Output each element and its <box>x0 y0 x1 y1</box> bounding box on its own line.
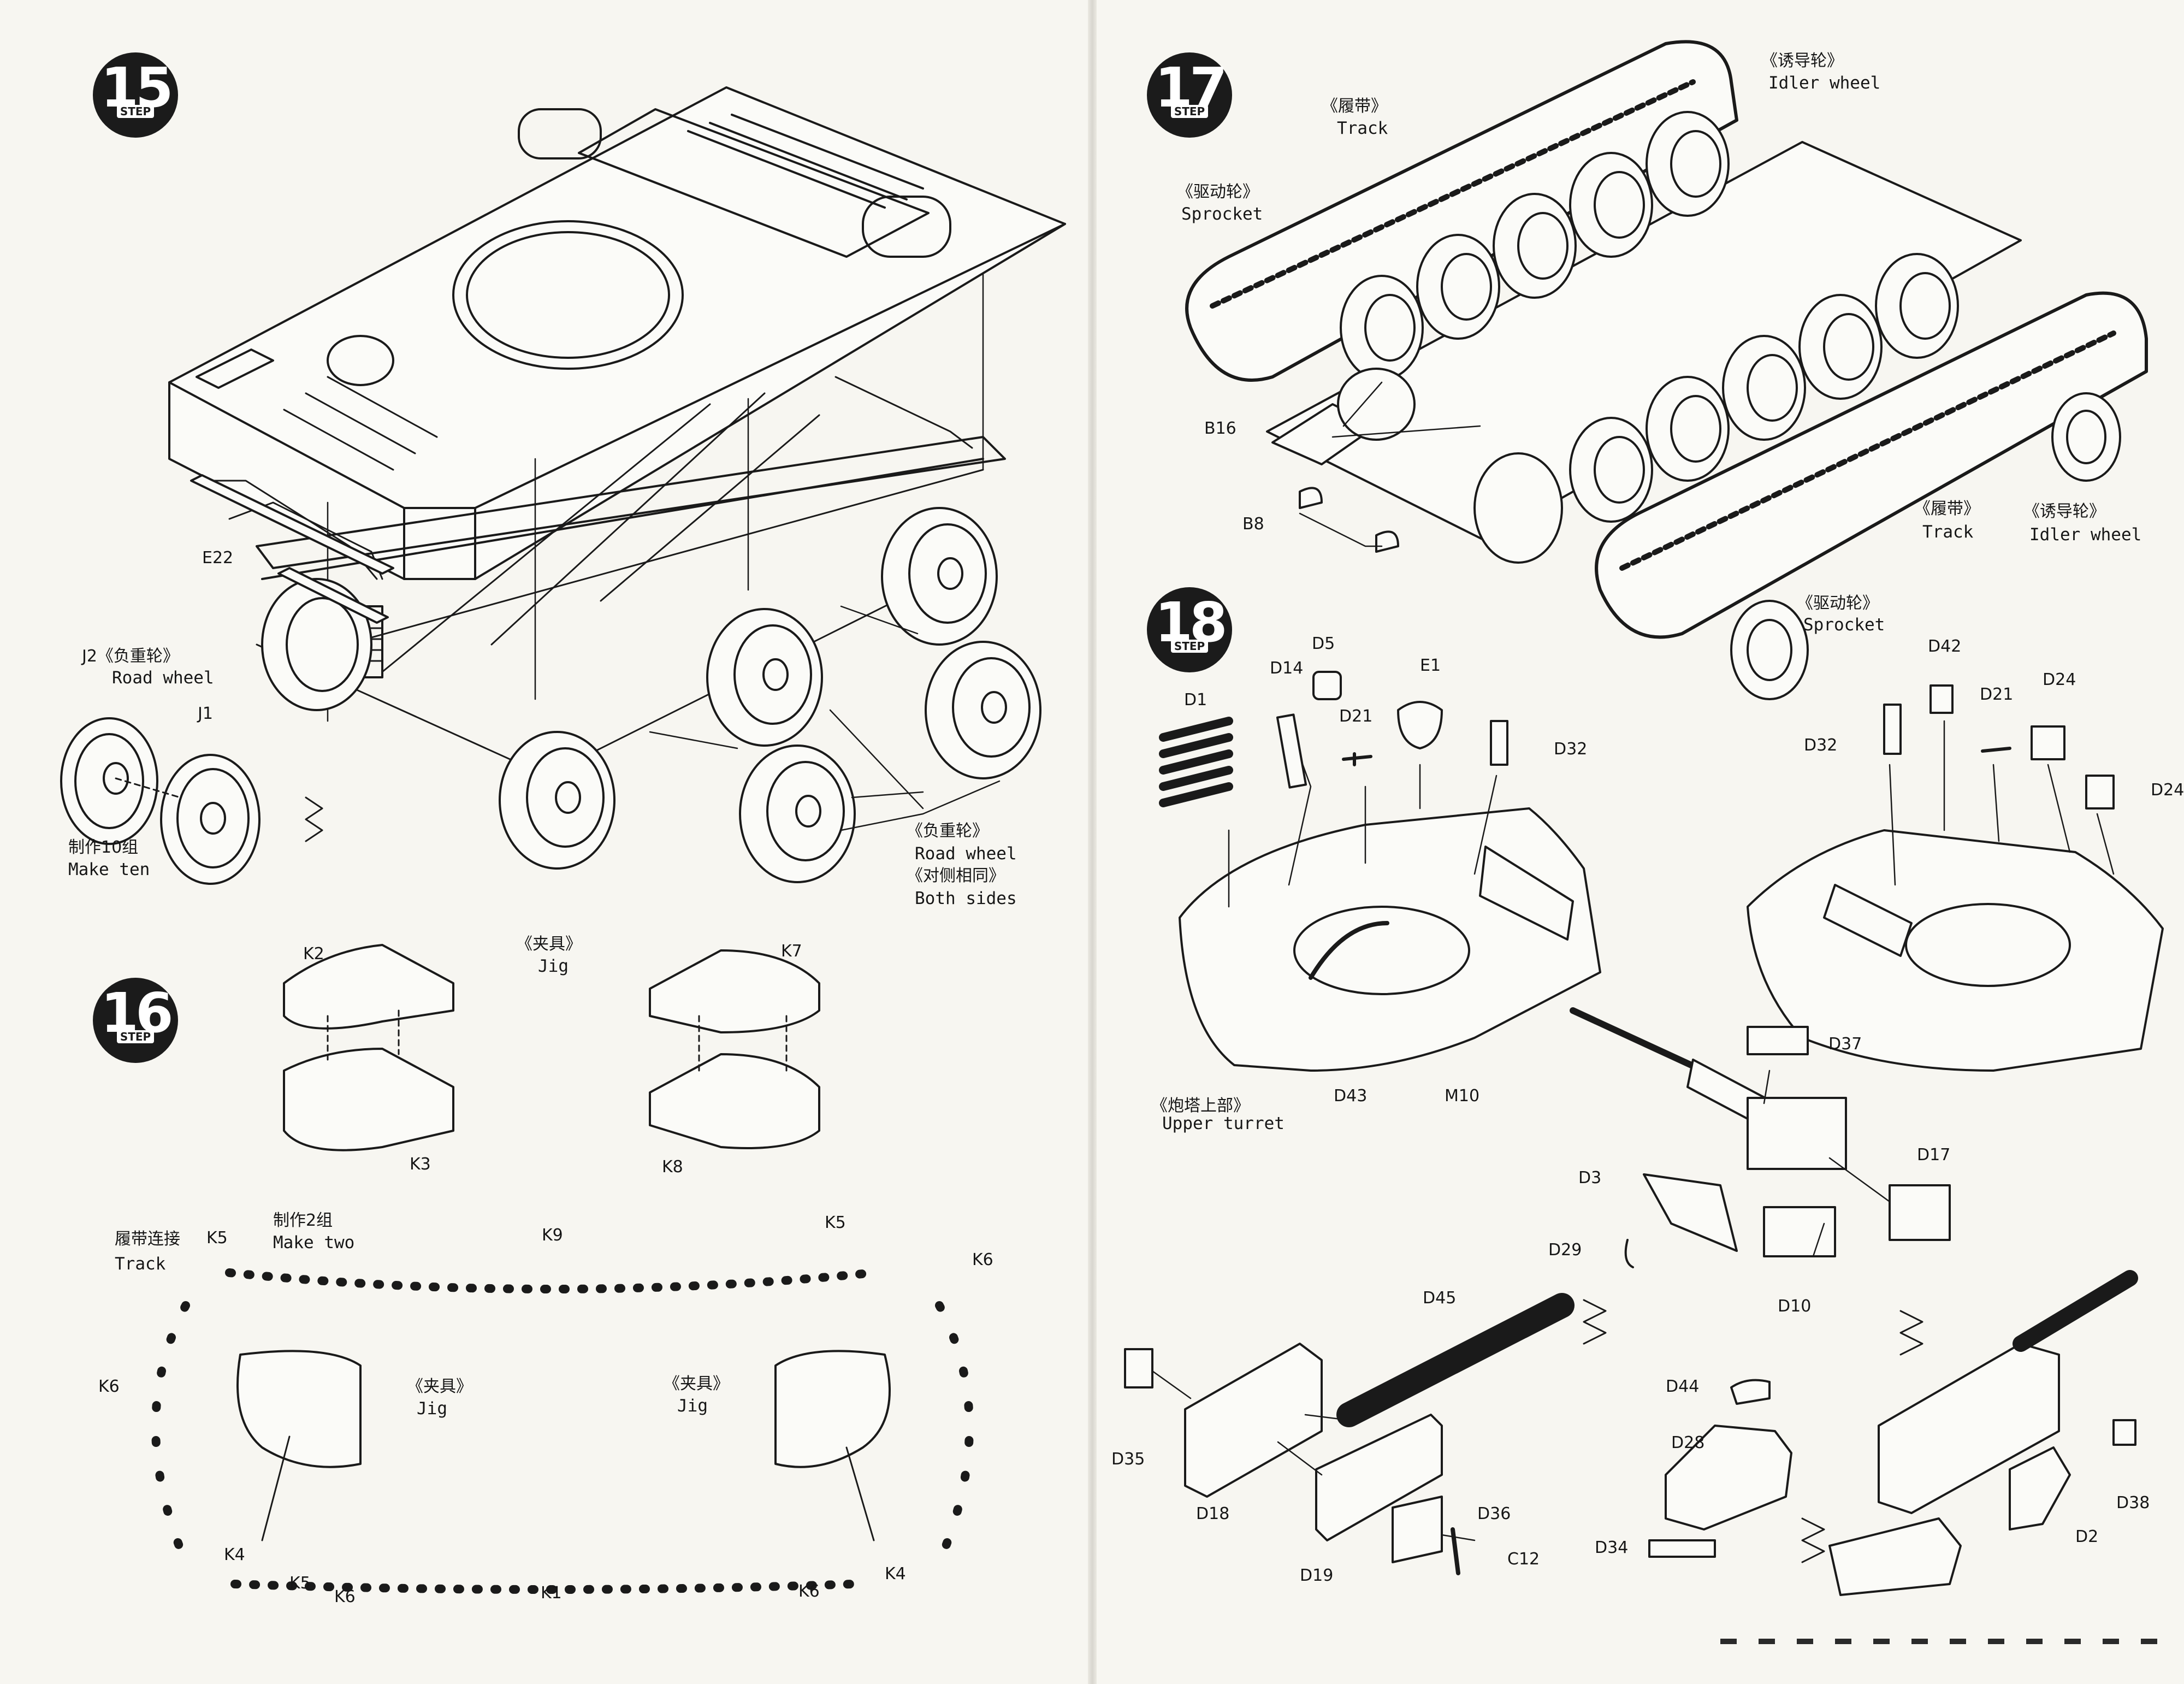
step-15-badge: 15 STEP <box>93 52 178 138</box>
label-d32-right: D32 <box>1804 736 1838 755</box>
label-d21-left: D21 <box>1339 707 1373 726</box>
label-d38: D38 <box>2116 1493 2150 1512</box>
label-both-sides-cn: 《对侧相同》 <box>907 866 1005 885</box>
page-fold <box>1088 0 1097 1684</box>
label-jig-en-1: Jig <box>538 956 569 976</box>
label-k9: K9 <box>542 1226 563 1245</box>
label-k1: K1 <box>541 1583 562 1603</box>
label-d21-right: D21 <box>1980 685 2014 704</box>
label-track-cn-1: 《履带》 <box>1322 97 1387 116</box>
label-k6-top-right: K6 <box>972 1250 993 1269</box>
label-idler-cn-1: 《诱导轮》 <box>1761 51 1843 70</box>
label-d44: D44 <box>1666 1377 1700 1396</box>
label-m10: M10 <box>1445 1086 1480 1106</box>
label-road-wheel2-en: Road wheel <box>915 844 1017 864</box>
label-k4-left: K4 <box>224 1545 245 1564</box>
label-jig-en-2: Jig <box>417 1399 447 1419</box>
label-d24-right: D24 <box>2151 781 2184 800</box>
label-make-ten-cn: 制作10组 <box>68 838 139 857</box>
label-d28: D28 <box>1671 1433 1705 1452</box>
label-jig-cn-3: 《夹具》 <box>664 1374 729 1393</box>
label-k7: K7 <box>781 942 802 961</box>
label-sprocket-en-2: Sprocket <box>1803 615 1885 635</box>
label-make-two-en: Make two <box>273 1233 355 1252</box>
label-d10: D10 <box>1778 1297 1812 1316</box>
label-d43: D43 <box>1334 1086 1368 1106</box>
label-j2-road-wheel-cn: J2《负重轮》 <box>82 647 179 666</box>
label-idler-cn-2: 《诱导轮》 <box>2023 502 2105 521</box>
label-sprocket-cn-2: 《驱动轮》 <box>1797 594 1879 613</box>
step-17-badge: 17 STEP <box>1147 52 1232 138</box>
label-d42: D42 <box>1928 637 1962 656</box>
step-16-badge: 16 STEP <box>93 978 178 1063</box>
label-d34: D34 <box>1595 1538 1629 1557</box>
label-c12: C12 <box>1507 1550 1540 1569</box>
label-jig-en-3: Jig <box>677 1396 708 1416</box>
label-track-link-cn: 履带连接 <box>115 1230 180 1249</box>
label-idler-en-1: Idler wheel <box>1768 73 1881 93</box>
label-d17: D17 <box>1917 1145 1951 1165</box>
label-d14: D14 <box>1270 659 1304 678</box>
label-sprocket-en-1: Sprocket <box>1181 204 1263 224</box>
jig-drawings <box>283 944 820 1151</box>
label-d3: D3 <box>1578 1168 1602 1187</box>
label-k6-left: K6 <box>98 1377 120 1396</box>
label-k6-bottom-left: K6 <box>334 1587 356 1606</box>
label-d35: D35 <box>1111 1450 1145 1469</box>
label-e1: E1 <box>1420 656 1441 675</box>
label-k4-right: K4 <box>885 1564 906 1583</box>
label-d45: D45 <box>1423 1289 1457 1308</box>
label-road-wheel2-cn: 《负重轮》 <box>907 822 989 841</box>
label-both-sides-en: Both sides <box>915 889 1017 908</box>
label-d29: D29 <box>1548 1240 1582 1260</box>
step-18-badge: 18 STEP <box>1147 587 1232 672</box>
label-track-en-3: Track <box>1922 522 1974 542</box>
label-k5-top-left: K5 <box>206 1228 228 1248</box>
label-sprocket-cn-1: 《驱动轮》 <box>1177 182 1259 202</box>
label-make-ten-en: Make ten <box>68 860 150 879</box>
label-d37: D37 <box>1828 1035 1862 1054</box>
chassis-tracks-drawing <box>1185 40 2148 700</box>
label-d19: D19 <box>1300 1566 1334 1585</box>
label-d2: D2 <box>2075 1527 2099 1546</box>
label-track-en-2: Track <box>1337 119 1388 138</box>
label-d1: D1 <box>1184 690 1208 710</box>
label-k5-bottom: K5 <box>289 1574 311 1593</box>
label-upper-turret-en: Upper turret <box>1162 1114 1285 1133</box>
label-jig-cn-1: 《夹具》 <box>516 935 582 954</box>
label-d36: D36 <box>1477 1504 1511 1523</box>
label-k2: K2 <box>303 944 324 964</box>
label-road-wheel-en: Road wheel <box>112 668 214 688</box>
label-d5: D5 <box>1312 634 1335 653</box>
track-loop-drawing <box>151 1268 974 1594</box>
label-j1: J1 <box>198 704 213 723</box>
road-wheel-pair-drawing <box>60 717 323 885</box>
label-d18: D18 <box>1196 1504 1230 1523</box>
label-b16: B16 <box>1204 419 1236 438</box>
step-16-word: STEP <box>116 1030 155 1043</box>
step-18-word: STEP <box>1170 640 1209 653</box>
label-d24-top: D24 <box>2043 670 2076 689</box>
label-track-en-1: Track <box>115 1254 166 1274</box>
label-track-cn-2: 《履带》 <box>1914 499 1980 518</box>
label-k8: K8 <box>662 1157 683 1177</box>
part-e22-drawing <box>190 474 394 624</box>
label-idler-en-2: Idler wheel <box>2029 525 2142 545</box>
bottom-registration-dashes <box>1720 1639 2176 1644</box>
hull-road-wheels <box>261 507 1041 883</box>
label-jig-cn-2: 《夹具》 <box>407 1377 472 1396</box>
label-b8: B8 <box>1242 515 1264 534</box>
label-e22: E22 <box>202 548 234 568</box>
label-k6-bottom-right: K6 <box>798 1582 820 1601</box>
label-d32-left: D32 <box>1554 740 1588 759</box>
label-upper-turret-cn: 《炮塔上部》 <box>1151 1096 1250 1115</box>
step-17-word: STEP <box>1170 105 1209 118</box>
step-15-word: STEP <box>116 105 155 118</box>
label-k3: K3 <box>410 1155 431 1174</box>
label-make-two-cn: 制作2组 <box>273 1211 333 1230</box>
label-k5-top-right: K5 <box>825 1213 846 1232</box>
turret-drawing <box>1124 671 2164 1596</box>
